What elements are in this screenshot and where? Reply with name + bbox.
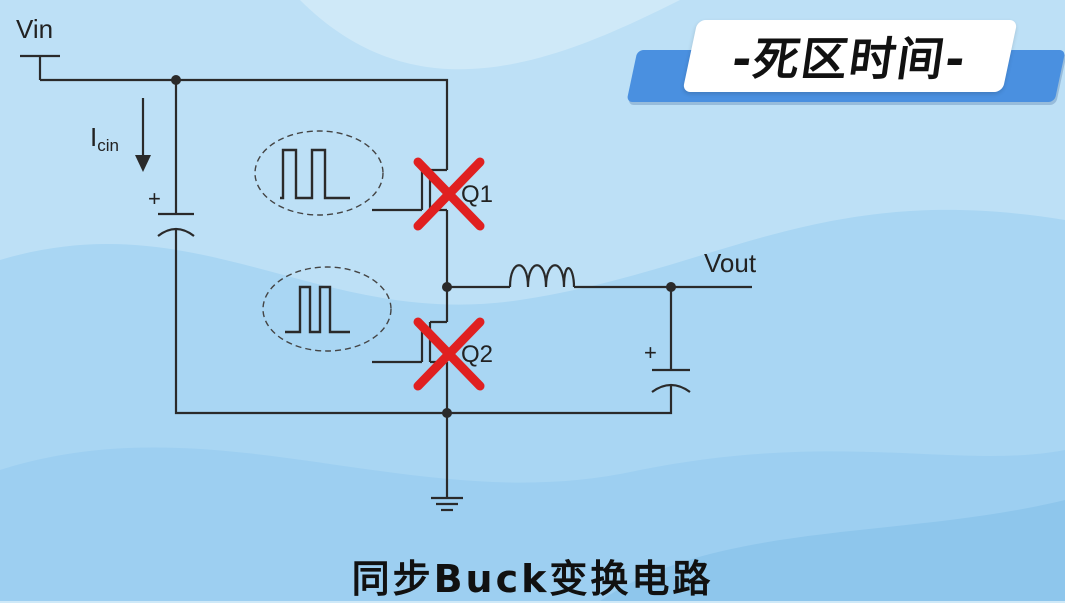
bottom-left-rail (174, 228, 447, 415)
q2-gate-pulse (285, 285, 350, 334)
cout-plus-label: + (644, 340, 657, 365)
arrow-down-icon (135, 98, 151, 172)
x-mark-icon (413, 317, 485, 391)
vout-label: Vout (704, 248, 757, 278)
q2-label: Q2 (461, 341, 493, 368)
inductor-icon (508, 264, 576, 288)
mosfet-icon (372, 168, 449, 287)
cin-plus-label: + (148, 186, 161, 211)
bottom-right-rail (447, 384, 673, 415)
q2-gate-signal-bubble (262, 266, 392, 352)
icin-label: Icin (90, 122, 119, 155)
ground-icon (431, 496, 463, 512)
mosfet-icon (372, 287, 449, 413)
top-rail (40, 78, 449, 170)
q1-label: Q1 (461, 181, 493, 208)
page-title: -死区时间- (728, 32, 971, 86)
x-mark-icon (413, 157, 485, 231)
diagram-caption: 同步Buck变换电路 (351, 557, 714, 601)
title-box: -死区时间- (682, 20, 1018, 92)
q1-gate-pulse (280, 148, 350, 200)
q1-gate-signal-bubble (254, 130, 384, 216)
vin-label: Vin (16, 14, 53, 44)
